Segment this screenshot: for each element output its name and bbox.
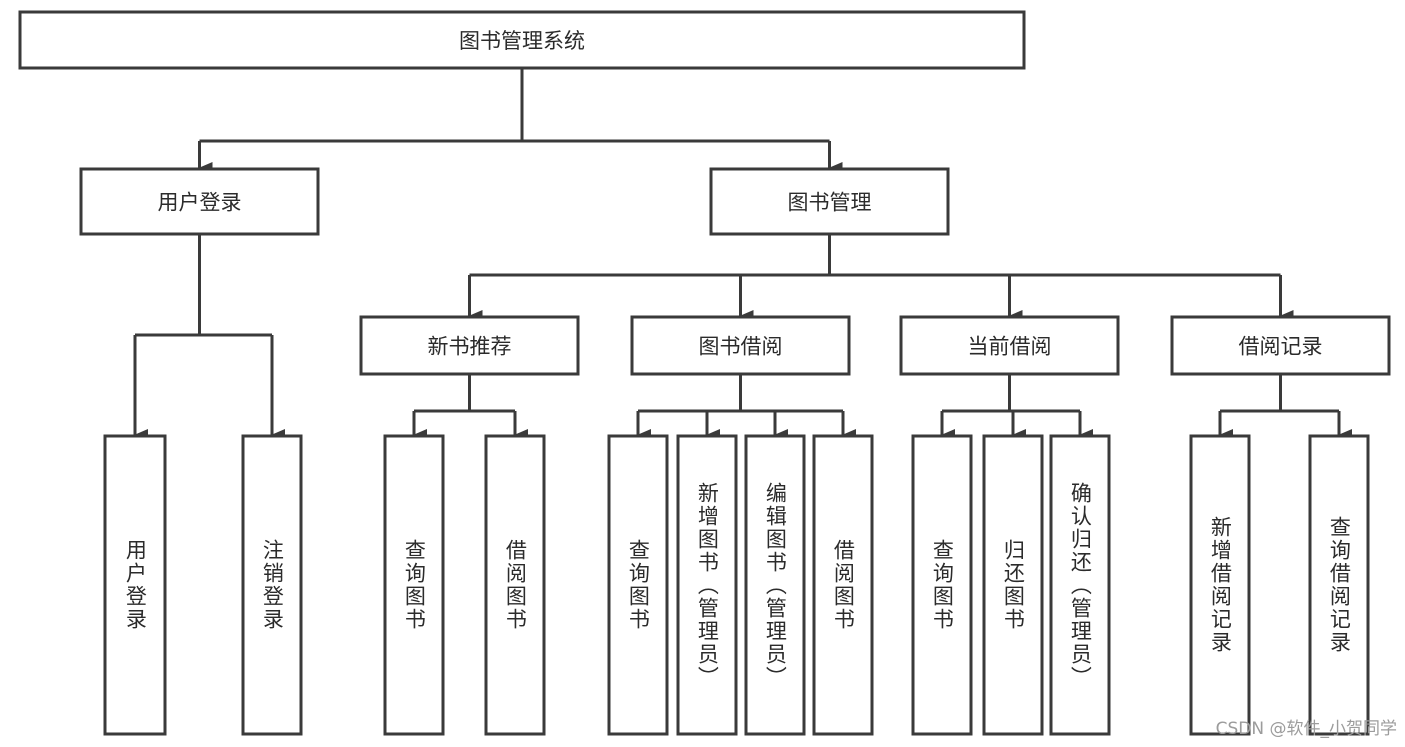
node-label-level2-0: 用户登录 xyxy=(158,191,242,215)
node-box-leaf-9[interactable] xyxy=(982,434,1044,736)
node-label-level3-2: 当前借阅 xyxy=(968,335,1052,359)
node-box-leaf-0[interactable] xyxy=(103,434,167,736)
node-box-level2-1[interactable] xyxy=(709,167,950,236)
node-box-leaf-8[interactable] xyxy=(911,434,973,736)
node-box-level3-1[interactable] xyxy=(630,315,851,376)
node-label-level3-3: 借阅记录 xyxy=(1239,335,1323,359)
node-label-level3-1: 图书借阅 xyxy=(699,335,783,359)
node-box-leaf-12[interactable] xyxy=(1308,434,1370,736)
node-box-root[interactable] xyxy=(18,10,1026,70)
node-box-level3-2[interactable] xyxy=(899,315,1120,376)
node-box-level3-3[interactable] xyxy=(1170,315,1391,376)
node-box-leaf-11[interactable] xyxy=(1189,434,1251,736)
node-box-leaf-1[interactable] xyxy=(241,434,303,736)
node-box-leaf-2[interactable] xyxy=(383,434,445,736)
node-box-level2-0[interactable] xyxy=(79,167,320,236)
node-boxes xyxy=(18,10,1391,736)
node-label-level2-1: 图书管理 xyxy=(788,191,872,215)
node-box-leaf-6[interactable] xyxy=(744,434,806,736)
node-box-leaf-4[interactable] xyxy=(607,434,669,736)
node-box-leaf-10[interactable] xyxy=(1049,434,1111,736)
node-box-leaf-7[interactable] xyxy=(812,434,874,736)
connector-lines xyxy=(133,68,1352,441)
watermark-text: CSDN @软件_小贺同学 xyxy=(1215,719,1397,739)
node-label-root: 图书管理系统 xyxy=(459,29,585,53)
node-label-level3-0: 新书推荐 xyxy=(428,335,512,359)
node-box-level3-0[interactable] xyxy=(359,315,580,376)
node-box-leaf-5[interactable] xyxy=(676,434,738,736)
node-box-leaf-3[interactable] xyxy=(484,434,546,736)
